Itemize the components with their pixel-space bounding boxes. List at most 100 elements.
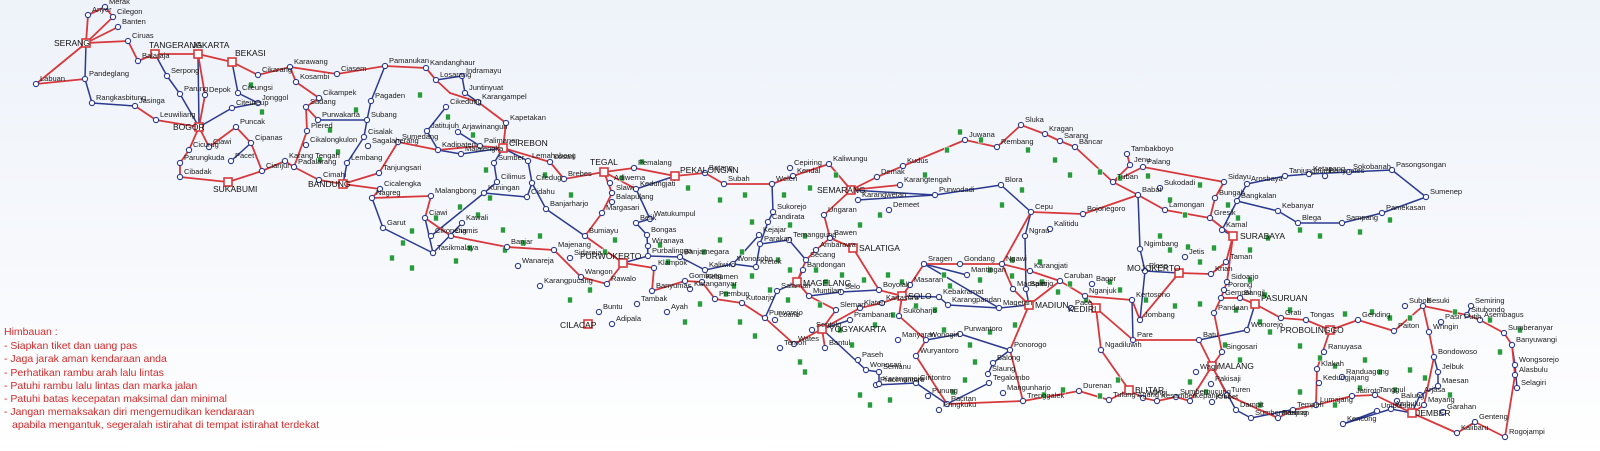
road-segment [1009, 304, 1030, 351]
rest-area-icon [1145, 172, 1151, 180]
town-label: Sidoarjo [1231, 272, 1259, 281]
town-node [768, 180, 776, 188]
town-node [375, 169, 383, 177]
town-node [394, 138, 402, 146]
road-segment [925, 333, 961, 341]
town-node [514, 262, 522, 270]
road-segment [549, 161, 565, 180]
town-node [258, 167, 266, 175]
town-node [720, 180, 728, 188]
road-segment [771, 175, 794, 185]
city-label: BEKASI [235, 48, 266, 58]
road-segment [85, 40, 129, 44]
town-label: Kedungjati [640, 179, 676, 188]
town-node [701, 266, 709, 274]
town-label: Karang Tengah [289, 151, 340, 160]
town-label: Ciasem [341, 64, 366, 73]
rest-area-icon [1060, 386, 1066, 394]
road-segment [1095, 307, 1134, 341]
town-node [1434, 368, 1442, 376]
town-label: Sidayu [1228, 172, 1251, 181]
road-segment [127, 40, 139, 62]
rest-area-icon [1447, 391, 1453, 399]
town-label: Cepiring [794, 158, 822, 167]
rest-area-icon [1357, 384, 1363, 392]
town-node [1128, 296, 1136, 304]
town-node [343, 159, 351, 167]
town-node [360, 133, 368, 141]
road-segment [923, 263, 968, 276]
town-label: Alasbulu [1519, 365, 1548, 374]
road-segment [1423, 356, 1435, 406]
town-label: Wonogiri [930, 330, 960, 339]
town-node [314, 116, 322, 124]
city-node [1091, 303, 1101, 313]
road-segment [1137, 194, 1166, 211]
road-segment [1374, 394, 1413, 414]
rest-area-icon [1357, 228, 1363, 236]
town-label: Rembang [1001, 137, 1034, 146]
town-node [1281, 172, 1289, 180]
town-label: Selagiri [1521, 378, 1546, 387]
town-node [1046, 225, 1054, 233]
town-label: Karangmojo [883, 374, 923, 383]
rest-area-icon [1185, 243, 1191, 251]
town-label: Sarang [1064, 131, 1088, 140]
town-label: Pacitan [951, 394, 976, 403]
town-label: Kosambi [300, 72, 330, 81]
road-segment [1428, 331, 1435, 358]
town-label: Rogojampi [1509, 427, 1545, 436]
town-node [686, 285, 694, 293]
advisory-title: Himbauan : [4, 326, 58, 338]
town-node [290, 163, 298, 171]
town-label: Kapetakan [510, 113, 546, 122]
town-node [303, 127, 311, 135]
town-label: Watukumpul [654, 209, 696, 218]
rest-area-icon [1009, 256, 1015, 264]
town-node [1079, 210, 1087, 218]
town-node [474, 98, 482, 106]
town-node [773, 287, 781, 295]
road-segment [1315, 395, 1353, 406]
town-node [1348, 392, 1356, 400]
road-segment [197, 53, 206, 96]
rest-area-icon [1267, 328, 1273, 336]
town-label: Sumberpucung [1180, 387, 1231, 396]
road-segment [1213, 312, 1223, 353]
road-segment [674, 172, 706, 177]
town-node [1247, 414, 1255, 422]
town-label: Brebes [568, 169, 592, 178]
rest-area-icon [1387, 314, 1393, 322]
town-node [820, 211, 828, 219]
road-segment [305, 106, 308, 132]
city-node [498, 143, 508, 153]
town-node [1437, 318, 1445, 326]
rest-area-icon [1097, 392, 1103, 400]
road-segment [1144, 270, 1180, 274]
town-label: Lemahabang [532, 151, 576, 160]
town-label: Arjawinangun [462, 122, 507, 131]
road-segment [1221, 200, 1238, 231]
town-label: Ponorogo [1014, 340, 1047, 349]
road-segment [1391, 169, 1427, 198]
town-node [1513, 384, 1521, 392]
town-label: Gending [1362, 310, 1390, 319]
rest-area-icon [1197, 258, 1203, 266]
town-node [1134, 191, 1142, 199]
town-node [885, 206, 893, 214]
town-node [364, 142, 372, 150]
road-segment [378, 141, 399, 174]
city-label: MADIUN [1035, 300, 1069, 310]
city-label: SUKABUMI [213, 184, 257, 194]
town-label: Margasari [606, 203, 640, 212]
rest-area-icon [742, 191, 748, 199]
town-label: Purbalingga [652, 246, 693, 255]
road-segment [493, 162, 498, 183]
town-node [84, 11, 92, 19]
city-node [1174, 268, 1184, 278]
rest-area-icon [941, 326, 947, 334]
town-node [826, 234, 834, 242]
town-node [1378, 209, 1386, 217]
city-node [1325, 325, 1335, 335]
rest-area-icon [1052, 156, 1058, 164]
